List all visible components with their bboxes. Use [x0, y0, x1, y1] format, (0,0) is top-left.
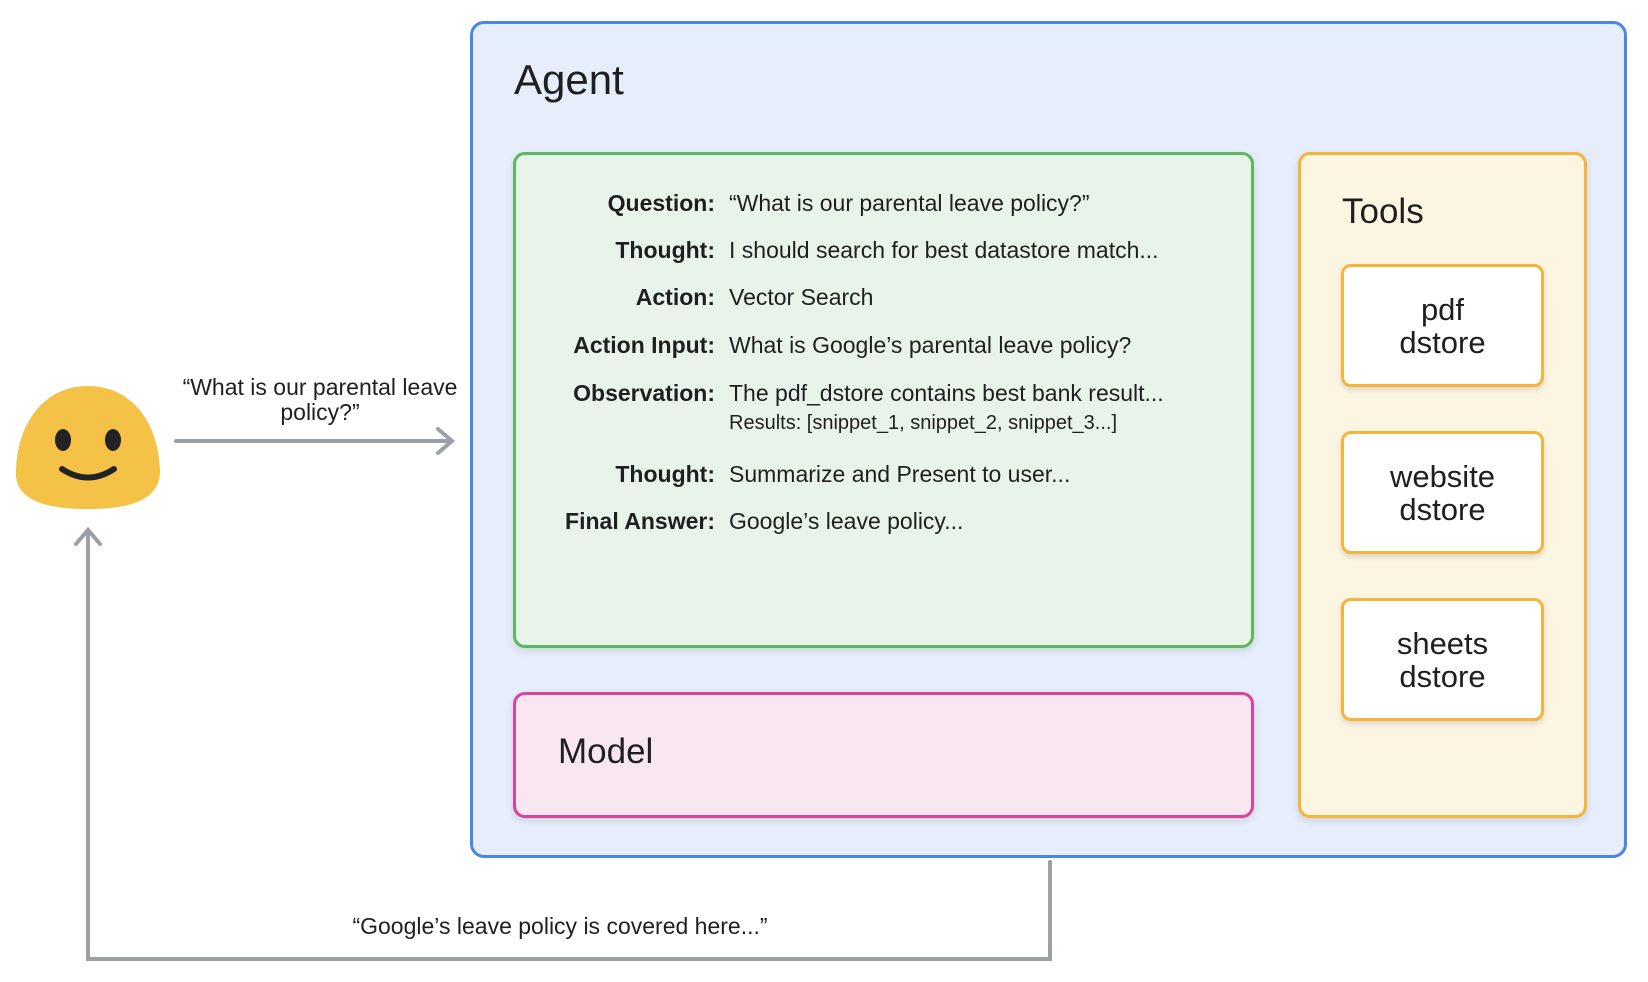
question-arrow [174, 427, 456, 455]
trace-value: “What is our parental leave policy?” [729, 190, 1090, 216]
tool-sheets-dstore: sheets dstore [1341, 598, 1544, 721]
trace-value: Summarize and Present to user... [729, 461, 1071, 487]
tool-website-dstore: website dstore [1341, 431, 1544, 554]
trace-value: The pdf_dstore contains best bank result… [729, 380, 1164, 406]
trace-value: Google’s leave policy... [729, 508, 964, 534]
user-question-label: “What is our parental leave policy?” [182, 374, 458, 425]
model-label: Model [558, 732, 654, 771]
trace-label: Thought: [615, 461, 715, 487]
tools-title: Tools [1342, 192, 1424, 231]
reasoning-trace-panel [513, 152, 1254, 648]
trace-label: Question: [607, 190, 715, 216]
trace-label: Final Answer: [565, 508, 715, 534]
agent-title: Agent [514, 56, 624, 103]
tool-pdf-dstore: pdf dstore [1341, 264, 1544, 387]
trace-label: Thought: [615, 237, 715, 263]
trace-detail: Results: [snippet_1, snippet_2, snippet_… [729, 412, 1118, 434]
trace-label: Action: [635, 284, 715, 310]
response-label: “Google’s leave policy is covered here..… [352, 913, 768, 939]
trace-value: I should search for best datastore match… [729, 237, 1159, 263]
trace-label: Action Input: [573, 332, 715, 358]
trace-value: Vector Search [729, 284, 874, 310]
model-box [513, 692, 1254, 818]
trace-value: What is Google’s parental leave policy? [729, 332, 1132, 358]
response-arrow [74, 526, 1052, 961]
trace-label: Observation: [573, 380, 715, 406]
